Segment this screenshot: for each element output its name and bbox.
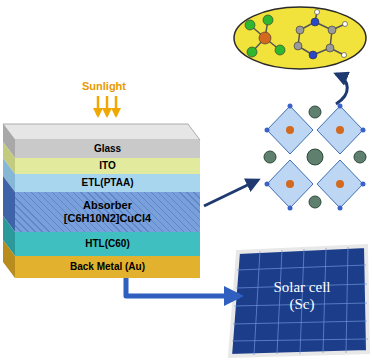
chlorine-atom: [263, 15, 273, 25]
chloride-site: [361, 128, 366, 133]
sunlight-arrows: [98, 96, 116, 116]
carbon-atom: [328, 26, 336, 34]
metal-side: [3, 240, 15, 278]
glass-top-face: [3, 124, 200, 140]
bonds: [250, 12, 345, 55]
htl-layer: HTL(C60): [15, 232, 200, 256]
carbon-atom: [296, 26, 304, 34]
octahedron: [267, 160, 313, 208]
layer-label: ITO: [99, 160, 115, 172]
chloride-site: [288, 206, 293, 211]
chloride-site: [361, 182, 366, 187]
metal-layer: Back Metal (Au): [15, 256, 200, 278]
layer-label: Back Metal (Au): [70, 261, 145, 273]
chloride-site: [338, 104, 343, 109]
sunlight-label: Sunlight: [82, 80, 126, 92]
copper-site: [286, 126, 294, 134]
zoom-arrow: [336, 74, 347, 104]
panel-grid: [232, 247, 368, 355]
stack-faces: [3, 124, 200, 278]
layer-label: ETL(PTAA): [81, 177, 133, 189]
chlorine-atom: [247, 47, 257, 57]
copper-atom: [259, 32, 271, 44]
nitrogen-atom: [311, 18, 319, 26]
panel-frame: [230, 246, 368, 356]
octahedron: [317, 160, 363, 208]
chloride-site: [338, 206, 343, 211]
cation-sphere: [307, 149, 323, 165]
sun-ray: [106, 96, 109, 116]
glass-layer: Glass: [15, 140, 200, 158]
flow-arrow: [126, 278, 240, 296]
hydrogen-atom: [342, 53, 347, 58]
etl-layer: ETL(PTAA): [15, 174, 200, 192]
octahedron: [317, 106, 363, 154]
chlorine-atom: [275, 45, 285, 55]
cation-sphere: [309, 106, 321, 118]
hydrogen-atom: [315, 10, 320, 15]
nitrogen-atom: [309, 51, 317, 59]
chloride-site: [265, 182, 270, 187]
sun-ray: [97, 96, 100, 116]
copper-site: [336, 126, 344, 134]
layer-label: Solar cell (Sc): [260, 279, 344, 314]
chloride-site: [288, 104, 293, 109]
molecule-figure: [234, 7, 366, 69]
sun-ray: [115, 96, 118, 116]
cation-sphere: [354, 151, 366, 163]
ito-layer: ITO: [15, 158, 200, 174]
absorber-layer: Absorber [C6H10N2]CuCl4: [15, 192, 200, 232]
cation-sphere: [264, 151, 276, 163]
copper-site: [286, 180, 294, 188]
molecule-ellipse: [234, 7, 366, 69]
octahedron: [267, 106, 313, 154]
zoom-arrow: [204, 180, 258, 206]
carbon-atom: [326, 44, 334, 52]
chloride-site: [265, 128, 270, 133]
solar-panel: [230, 246, 368, 356]
copper-site: [336, 180, 344, 188]
cation-sphere: [309, 196, 321, 208]
carbon-atom: [294, 42, 302, 50]
layer-label: HTL(C60): [85, 238, 129, 250]
hydrogen-atom: [343, 22, 348, 27]
layer-label: Absorber [C6H10N2]CuCl4: [53, 199, 163, 224]
solar-cell-panel: Solar cell (Sc): [240, 256, 364, 336]
layer-label: Glass: [94, 143, 121, 155]
crystal-structure: [264, 104, 366, 211]
chlorine-atom: [245, 20, 255, 30]
